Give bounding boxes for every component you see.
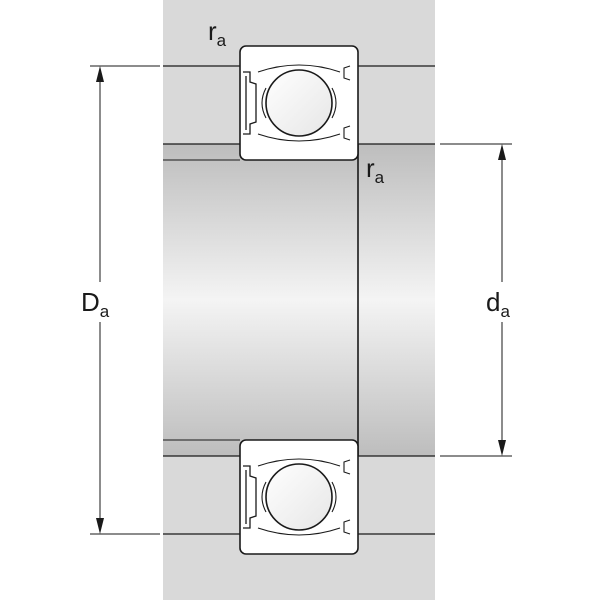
cage-left-bottom xyxy=(261,481,267,513)
ball-top xyxy=(265,69,333,137)
housing-left-band-bottom xyxy=(163,456,240,534)
shield-notches-right-top xyxy=(343,65,351,141)
cage-left-top xyxy=(261,87,267,119)
outer-ring-groove-top xyxy=(257,64,341,73)
ra-label-inner: ra xyxy=(366,153,385,187)
seal-bottom xyxy=(243,465,257,529)
shaft xyxy=(163,144,435,456)
ra-label-top: ra xyxy=(208,16,227,50)
da-label-sub: a xyxy=(500,302,510,321)
outer-ring-groove-bottom xyxy=(257,527,341,536)
Da-arrow-bottom xyxy=(96,518,104,534)
da-arrow-top xyxy=(498,144,506,160)
Da-label-sub: a xyxy=(100,302,110,321)
da-label-main: d xyxy=(486,287,500,317)
da-arrow-bottom xyxy=(498,440,506,456)
bearing-section-top xyxy=(239,45,359,161)
ra-top-sub: a xyxy=(217,31,227,50)
ra-inner-main: r xyxy=(366,153,375,183)
housing-left-band-top xyxy=(163,66,240,144)
bearing-section-bottom xyxy=(239,439,359,555)
inner-ring-groove-top xyxy=(257,133,341,142)
shield-notches-right-bottom xyxy=(343,459,351,535)
Da-arrow-top xyxy=(96,66,104,82)
ra-inner-sub: a xyxy=(375,168,385,187)
da-label: da xyxy=(486,287,510,321)
da-label-background xyxy=(482,282,524,322)
inner-ring-groove-bottom xyxy=(257,458,341,467)
ball-bottom xyxy=(265,463,333,531)
dimension-Da: Da xyxy=(78,65,160,535)
cage-right-top xyxy=(331,87,337,119)
Da-label-main: D xyxy=(81,287,100,317)
Da-label-background xyxy=(78,282,124,322)
housing-right-band-top xyxy=(358,66,435,144)
Da-label: Da xyxy=(81,287,110,321)
cage-right-bottom xyxy=(331,481,337,513)
seal-top xyxy=(243,71,257,135)
housing-right-band-bottom xyxy=(358,456,435,534)
ra-top-main: r xyxy=(208,16,217,46)
dimension-da: da xyxy=(440,143,524,457)
